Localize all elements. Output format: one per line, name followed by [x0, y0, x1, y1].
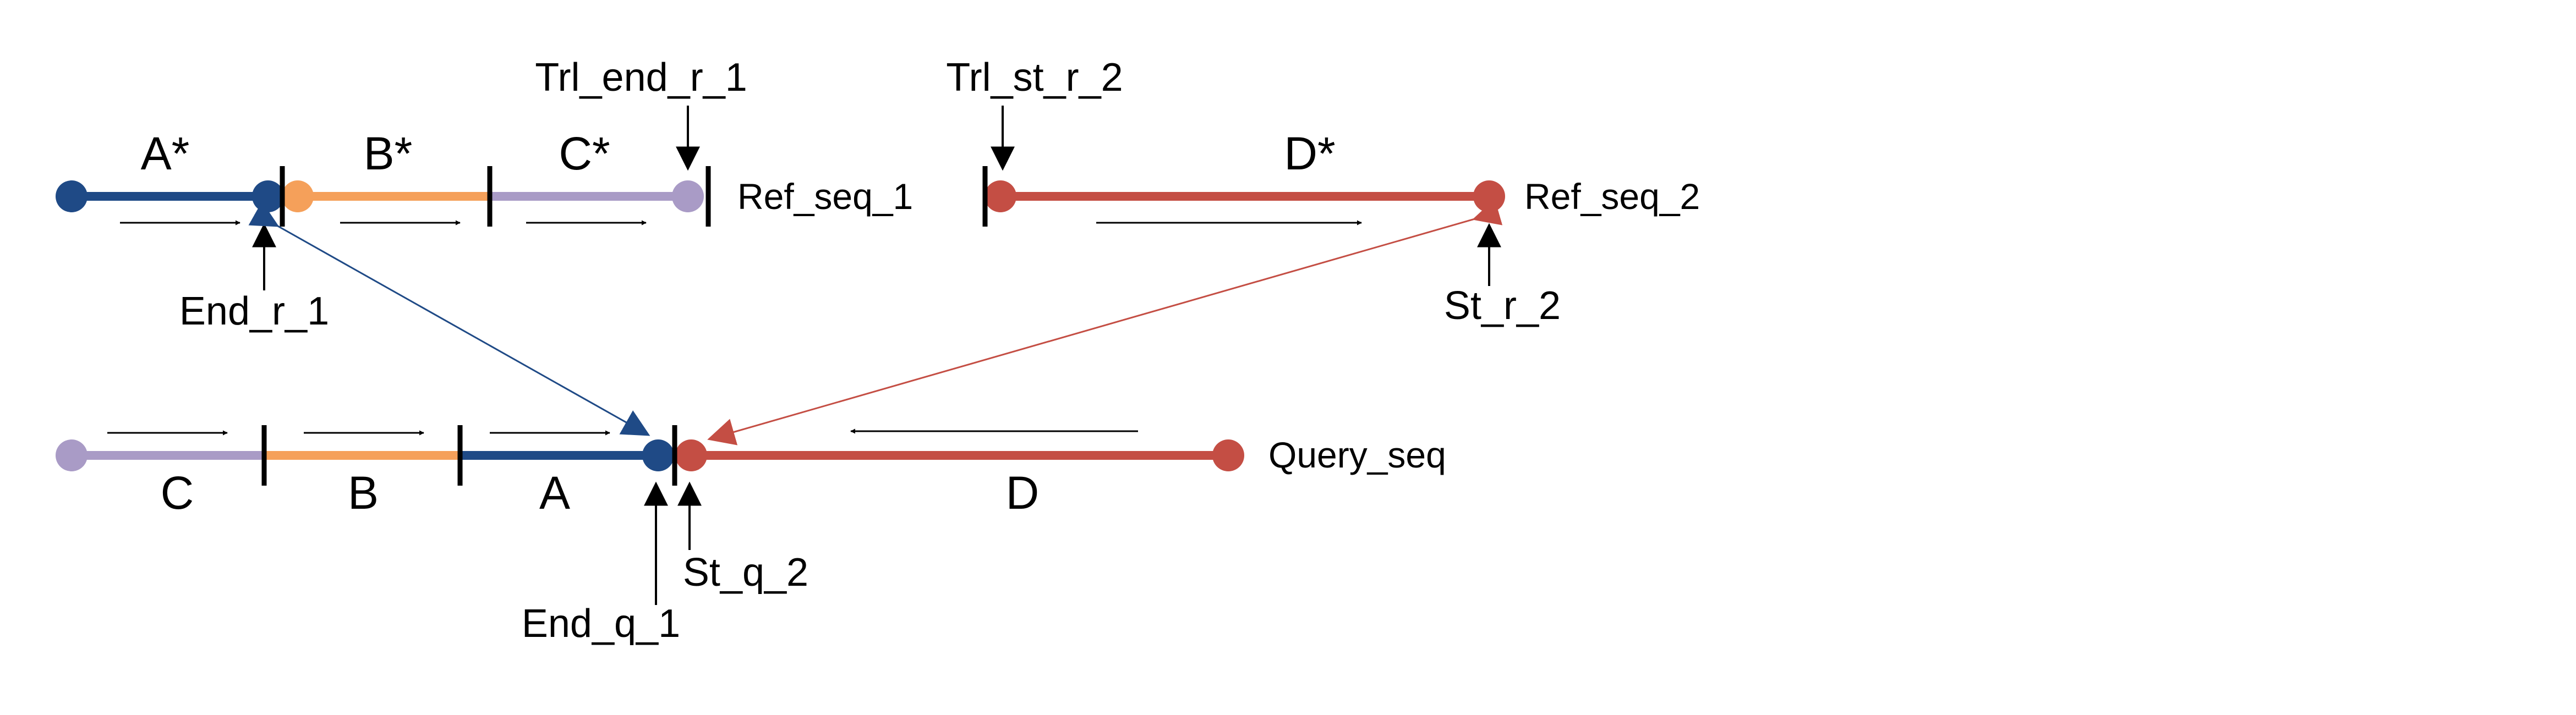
ref-seq-1: A* B* C* Ref_seq_1 [56, 128, 913, 227]
st-r-2-marker: St_r_2 [1444, 223, 1561, 328]
query-seq: C B A D Query_seq [56, 425, 1446, 519]
red-mapping-line [707, 199, 1503, 446]
ref-d-start-dot [985, 180, 1016, 212]
ref-segment-d-label: D* [1284, 128, 1335, 179]
blue-mapping-line [248, 201, 650, 436]
ref-seq-2: D* Ref_seq_2 [982, 128, 1700, 227]
query-a-end-dot [642, 439, 674, 471]
query-segment-b-label: B [348, 467, 379, 519]
st-q-2-label: St_q_2 [683, 551, 808, 595]
mapping-connectors [248, 199, 1503, 446]
ref-segment-b-label: B* [364, 128, 413, 179]
ref-seq-1-label: Ref_seq_1 [737, 176, 913, 217]
st-q-2-marker: St_q_2 [677, 481, 808, 595]
trl-st-r-2-label: Trl_st_r_2 [946, 56, 1123, 100]
query-seq-label: Query_seq [1268, 435, 1446, 475]
end-r-1-label: End_r_1 [179, 289, 329, 333]
ref-c-end-dot [672, 180, 704, 212]
ref-seq-2-label: Ref_seq_2 [1524, 176, 1700, 217]
query-segment-c-label: C [161, 467, 194, 519]
query-d-end-dot [1212, 439, 1244, 471]
trl-st-r-2-marker: Trl_st_r_2 [946, 56, 1123, 171]
trl-end-r-1-label: Trl_end_r_1 [535, 56, 747, 100]
query-c-start-dot [56, 439, 87, 471]
trl-end-r-1-marker: Trl_end_r_1 [535, 56, 747, 171]
st-r-2-label: St_r_2 [1444, 284, 1561, 328]
end-q-1-marker: End_q_1 [522, 481, 680, 646]
ref-d-end-dot [1473, 180, 1505, 212]
ref-b-start-dot [282, 180, 314, 212]
ref-segment-a-label: A* [141, 128, 190, 179]
ref-a-start-dot [56, 180, 87, 212]
ref-segment-c-label: C* [559, 128, 610, 179]
query-segment-d-label: D [1006, 467, 1040, 519]
end-q-1-label: End_q_1 [522, 602, 680, 646]
query-segment-a-label: A [539, 467, 570, 519]
ref-a-end-dot [252, 180, 284, 212]
query-d-start-dot [675, 439, 707, 471]
